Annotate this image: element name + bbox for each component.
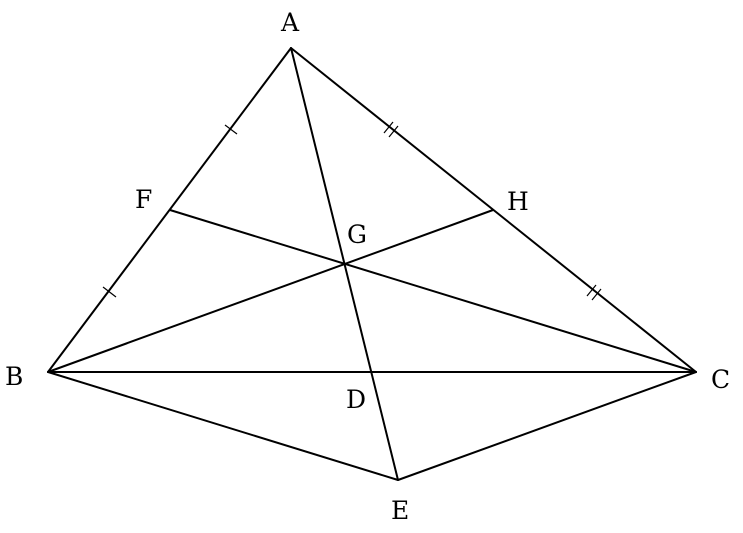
label-point-D: D bbox=[346, 385, 366, 414]
segment-BE bbox=[47, 371, 399, 481]
label-point-B: B bbox=[5, 362, 23, 391]
label-point-G: G bbox=[347, 220, 367, 249]
tick-mark-AF bbox=[224, 124, 238, 135]
segment-CE bbox=[397, 371, 697, 481]
segment-BH bbox=[47, 209, 494, 373]
label-point-E: E bbox=[391, 496, 409, 525]
double-tick-mark-AH-1 bbox=[383, 121, 394, 134]
double-tick-mark-HC-2 bbox=[591, 288, 602, 301]
label-point-C: C bbox=[711, 365, 730, 394]
segment-FC bbox=[169, 209, 697, 373]
label-point-F: F bbox=[135, 185, 152, 214]
label-point-A: A bbox=[280, 8, 300, 37]
double-tick-mark-HC-1 bbox=[586, 284, 597, 297]
double-tick-mark-AH-2 bbox=[388, 125, 399, 138]
tick-mark-FB bbox=[102, 286, 117, 298]
label-point-H: H bbox=[507, 187, 529, 216]
